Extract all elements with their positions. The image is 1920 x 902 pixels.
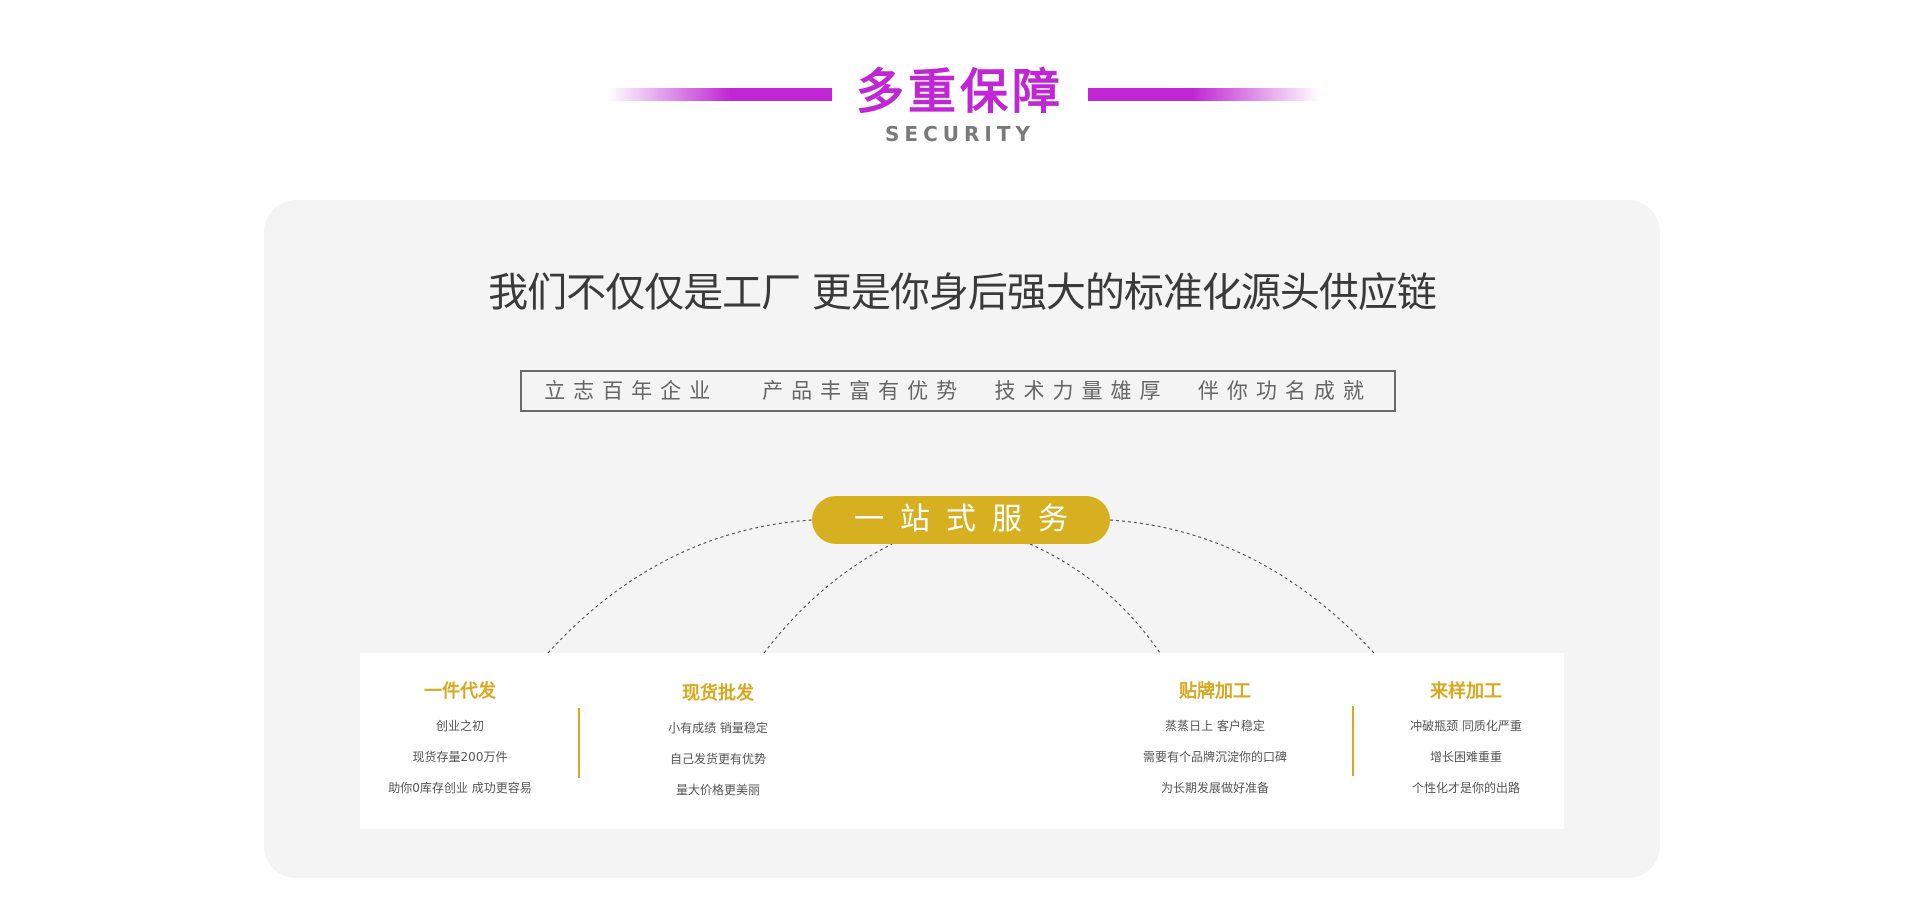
card-line: 自己发货更有优势: [669, 752, 766, 766]
card-line: 小有成绩 销量稳定: [668, 721, 768, 735]
header-right-decor-line: [1088, 88, 1320, 101]
section-subtitle: SECURITY: [885, 122, 1035, 146]
inner-left-arc: [763, 543, 893, 654]
card-line: 蒸蒸日上 客户稳定: [1165, 719, 1265, 733]
service-card-dropship: 一件代发 创业之初 现货存量200万件 助你0库存创业 成功更容易: [355, 680, 565, 811]
card-line: 创业之初: [435, 719, 484, 733]
outer-left-arc: [547, 519, 813, 654]
card-divider: [1352, 706, 1354, 776]
inner-right-arc: [1029, 543, 1161, 654]
card-divider: [578, 708, 580, 778]
card-line: 增长困难重重: [1429, 750, 1502, 764]
card-line: 个性化才是你的出路: [1411, 781, 1520, 795]
outer-right-arc: [1109, 519, 1375, 654]
service-card-custom-sample: 来样加工 冲破瓶颈 同质化严重 增长困难重重 个性化才是你的出路: [1361, 680, 1571, 811]
panel-headline: 我们不仅仅是工厂 更是你身后强大的标准化源头供应链: [488, 270, 1437, 316]
service-card-oem: 贴牌加工 蒸蒸日上 客户稳定 需要有个品牌沉淀你的口碑 为长期发展做好准备: [1110, 680, 1320, 811]
card-line: 需要有个品牌沉淀你的口碑: [1142, 750, 1287, 764]
card-title: 现货批发: [682, 683, 754, 704]
section-title: 多重保障: [855, 64, 1064, 120]
card-line: 为长期发展做好准备: [1160, 781, 1269, 795]
service-card-wholesale: 现货批发 小有成绩 销量稳定 自己发货更有优势 量大价格更美丽: [613, 682, 823, 813]
services-strip: [360, 653, 1564, 829]
card-line: 现货存量200万件: [412, 750, 508, 764]
header-left-decor-line: [608, 88, 832, 101]
card-title: 贴牌加工: [1179, 681, 1251, 702]
card-line: 量大价格更美丽: [675, 783, 760, 797]
card-title: 来样加工: [1430, 681, 1502, 702]
card-title: 一件代发: [424, 681, 496, 702]
card-line: 冲破瓶颈 同质化严重: [1410, 719, 1522, 733]
slogan-box: 立志百年企业 产品丰富有优势 技术力量雄厚 伴你功名成就: [520, 370, 1396, 412]
one-stop-service-badge: 一站式服务: [812, 496, 1110, 544]
card-line: 助你0库存创业 成功更容易: [388, 781, 532, 795]
